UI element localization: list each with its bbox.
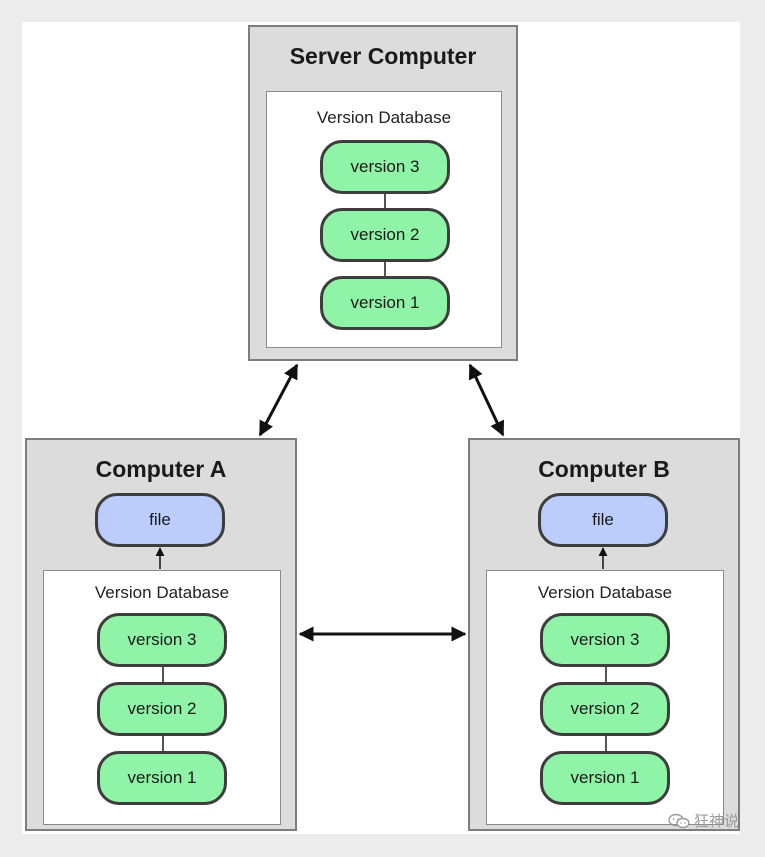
computer-b-version-1-node: version 1 — [540, 751, 670, 805]
computer-b-link-3-2 — [605, 666, 607, 682]
computer-b-box: Computer B file Version Database version… — [468, 438, 740, 831]
server-db-label: Version Database — [316, 108, 452, 127]
computer-a-box: Computer A file Version Database version… — [25, 438, 297, 831]
computer-b-file-node: file — [538, 493, 668, 547]
server-to-computer-b-arrow — [468, 363, 505, 437]
computer-b-db-label: Version Database — [537, 583, 673, 602]
computer-b-title: Computer B — [538, 456, 670, 482]
computer-a-version-1-node: version 1 — [97, 751, 227, 805]
computer-a-title: Computer A — [95, 456, 227, 482]
watermark-text: 狂神说 — [693, 813, 739, 830]
server-version-database: Version Database version 3 version 2 ver… — [266, 91, 502, 348]
server-link-2-1 — [384, 261, 386, 277]
computer-a-version-3-node: version 3 — [97, 613, 227, 667]
server-version-3-node: version 3 — [320, 140, 450, 194]
computer-b-version-3-node: version 3 — [540, 613, 670, 667]
computer-a-file-node: file — [95, 493, 225, 547]
computer-b-version-database: Version Database version 3 version 2 ver… — [486, 570, 724, 825]
computer-a-version-database: Version Database version 3 version 2 ver… — [43, 570, 281, 825]
computer-b-link-2-1 — [605, 735, 607, 751]
computer-a-link-3-2 — [162, 666, 164, 682]
server-to-computer-a-arrow — [258, 363, 299, 437]
wechat-icon — [668, 813, 690, 829]
computer-b-version-2-node: version 2 — [540, 682, 670, 736]
server-link-3-2 — [384, 193, 386, 209]
server-computer-box: Server Computer Version Database version… — [248, 25, 518, 361]
computer-a-link-2-1 — [162, 735, 164, 751]
server-version-1-node: version 1 — [320, 276, 450, 330]
diagram-canvas: Server Computer Version Database version… — [22, 22, 740, 834]
server-computer-title: Server Computer — [289, 43, 477, 69]
computer-a-version-2-node: version 2 — [97, 682, 227, 736]
computer-a-db-label: Version Database — [94, 583, 230, 602]
server-version-2-node: version 2 — [320, 208, 450, 262]
watermark: 狂神说 — [668, 810, 739, 831]
connection-arrows — [155, 363, 608, 642]
